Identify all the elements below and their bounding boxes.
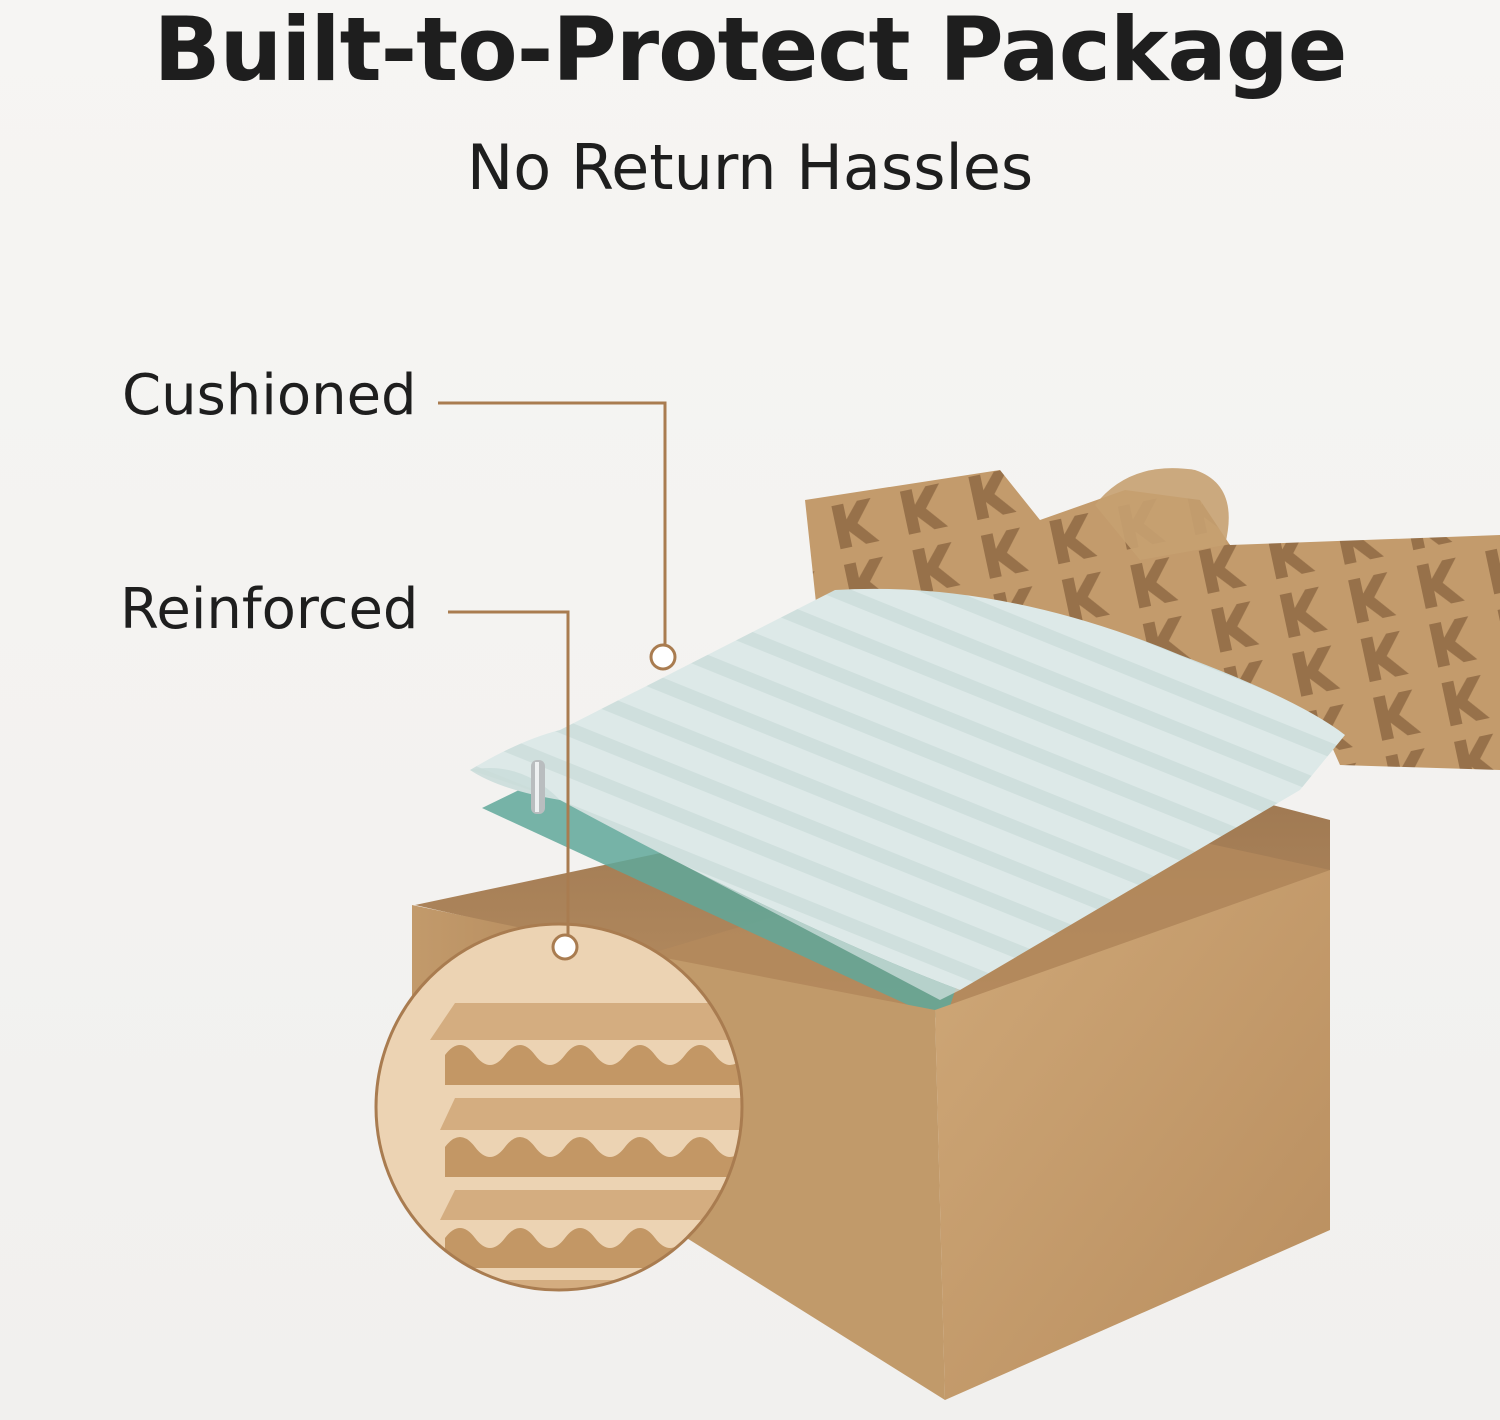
callout-label-cushioned: Cushioned [122,363,417,428]
box-lid-flap [805,470,1500,770]
callout-label-reinforced: Reinforced [120,577,419,642]
callout-dot-reinforced [551,933,579,961]
foam-sleeve [470,588,1345,990]
page-title: Built-to-Protect Package [153,0,1348,101]
box-front-panel [935,870,1330,1400]
leader-line-cushioned [438,401,667,645]
glass-shelf-edge [482,770,960,1022]
callout-dot-cushioned [649,643,677,671]
corrugated-layers [376,924,742,1290]
box-corner-flap [1095,468,1229,560]
leader-line-reinforced [448,610,570,935]
page-subtitle: No Return Hassles [466,131,1034,204]
